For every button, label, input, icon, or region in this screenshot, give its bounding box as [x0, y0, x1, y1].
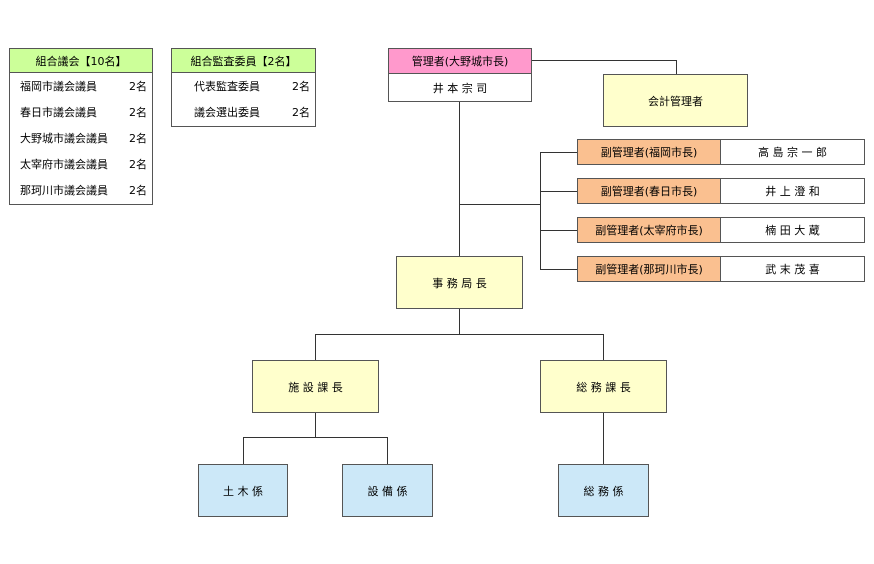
- manager-title: 管理者(大野城市長): [411, 55, 509, 68]
- connector-sections-bar: [243, 437, 388, 438]
- deputy-title: 副管理者(那珂川市長): [595, 263, 703, 276]
- member-count: 2名: [129, 132, 147, 145]
- civil-section-label: 土 木 係: [223, 484, 263, 498]
- table-row: 代表監査委員 2名: [172, 73, 315, 99]
- general-section-label: 総 務 係: [583, 484, 624, 498]
- general-affairs-chief-box: 総 務 課 長: [540, 360, 667, 413]
- table-row: 議会選出委員 2名: [172, 99, 315, 125]
- deputy-name: 高 島 宗 一 郎: [758, 146, 827, 159]
- auditors-title: 組合監査委員【2名】: [172, 49, 315, 73]
- auditors-table: 組合監査委員【2名】 代表監査委員 2名 議会選出委員 2名: [171, 48, 316, 127]
- assembly-title: 組合議会【10名】: [10, 49, 152, 73]
- member-count: 2名: [129, 158, 147, 171]
- deputy-name: 楠 田 大 蔵: [765, 224, 820, 237]
- assembly-table: 組合議会【10名】 福岡市議会議員 2名 春日市議会議員 2名 大野城市議会議員 2名…: [9, 48, 153, 205]
- equipment-section-box: 設 備 係: [342, 464, 433, 517]
- facilities-chief-label: 施 設 課 長: [288, 380, 343, 394]
- deputy-title: 副管理者(春日市長): [600, 185, 698, 198]
- table-row: 大野城市議会議員 2名: [10, 125, 152, 151]
- connector-deputy-3: [540, 230, 577, 231]
- connector-deputy-1: [540, 152, 577, 153]
- connector-general-chief: [603, 334, 604, 361]
- connector-manager-accounting: [531, 60, 677, 61]
- facilities-chief-box: 施 設 課 長: [252, 360, 379, 413]
- table-row: 春日市議会議員 2名: [10, 99, 152, 125]
- member-count: 2名: [129, 184, 147, 197]
- manager-name: 井 本 宗 司: [432, 81, 488, 95]
- connector-deputies-branch: [459, 204, 540, 205]
- general-section-box: 総 務 係: [558, 464, 649, 517]
- secretary-general-box: 事 務 局 長: [396, 256, 523, 309]
- member-name: 大野城市議会議員: [20, 132, 108, 145]
- table-row: 太宰府市議会議員 2名: [10, 151, 152, 177]
- equipment-section-label: 設 備 係: [367, 484, 408, 498]
- member-name: 春日市議会議員: [20, 106, 97, 119]
- deputy-title-box: 副管理者(春日市長): [577, 178, 721, 204]
- connector-deputy-2: [540, 191, 577, 192]
- member-count: 2名: [292, 80, 310, 93]
- deputy-title-box: 副管理者(福岡市長): [577, 139, 721, 165]
- accounting-manager-box: 会計管理者: [603, 74, 748, 127]
- connector-civil-section: [243, 437, 244, 464]
- deputy-name-box: 井 上 澄 和: [720, 178, 865, 204]
- member-count: 2名: [129, 80, 147, 93]
- deputy-title: 副管理者(太宰府市長): [595, 224, 703, 237]
- accounting-manager-label: 会計管理者: [648, 94, 703, 108]
- deputy-title-box: 副管理者(那珂川市長): [577, 256, 721, 282]
- table-row: 福岡市議会議員 2名: [10, 73, 152, 99]
- deputy-name: 井 上 澄 和: [765, 185, 820, 198]
- connector-general-section: [603, 412, 604, 464]
- deputy-name-box: 楠 田 大 蔵: [720, 217, 865, 243]
- member-name: 福岡市議会議員: [20, 80, 97, 93]
- connector-secretary-down: [459, 308, 460, 334]
- member-name: 那珂川市議会議員: [20, 184, 108, 197]
- deputy-name-box: 武 末 茂 喜: [720, 256, 865, 282]
- connector-main-vertical: [459, 101, 460, 256]
- member-count: 2名: [292, 106, 310, 119]
- member-count: 2名: [129, 106, 147, 119]
- connector-accounting-drop: [676, 60, 677, 74]
- manager-name-box: 井 本 宗 司: [388, 73, 532, 102]
- general-affairs-chief-label: 総 務 課 長: [576, 380, 631, 394]
- deputy-title: 副管理者(福岡市長): [600, 146, 698, 159]
- connector-facilities-chief: [315, 334, 316, 361]
- deputy-name: 武 末 茂 喜: [765, 263, 820, 276]
- deputy-title-box: 副管理者(太宰府市長): [577, 217, 721, 243]
- member-name: 代表監査委員: [194, 80, 260, 93]
- connector-chiefs-bar: [315, 334, 604, 335]
- civil-section-box: 土 木 係: [198, 464, 288, 517]
- member-name: 議会選出委員: [194, 106, 260, 119]
- connector-deputy-4: [540, 269, 577, 270]
- connector-equipment-section: [387, 437, 388, 464]
- secretary-general-label: 事 務 局 長: [432, 276, 487, 290]
- table-row: 那珂川市議会議員 2名: [10, 177, 152, 203]
- connector-deputies-vertical: [540, 152, 541, 269]
- connector-facilities-down: [315, 412, 316, 437]
- manager-title-box: 管理者(大野城市長): [388, 48, 532, 74]
- deputy-name-box: 高 島 宗 一 郎: [720, 139, 865, 165]
- member-name: 太宰府市議会議員: [20, 158, 108, 171]
